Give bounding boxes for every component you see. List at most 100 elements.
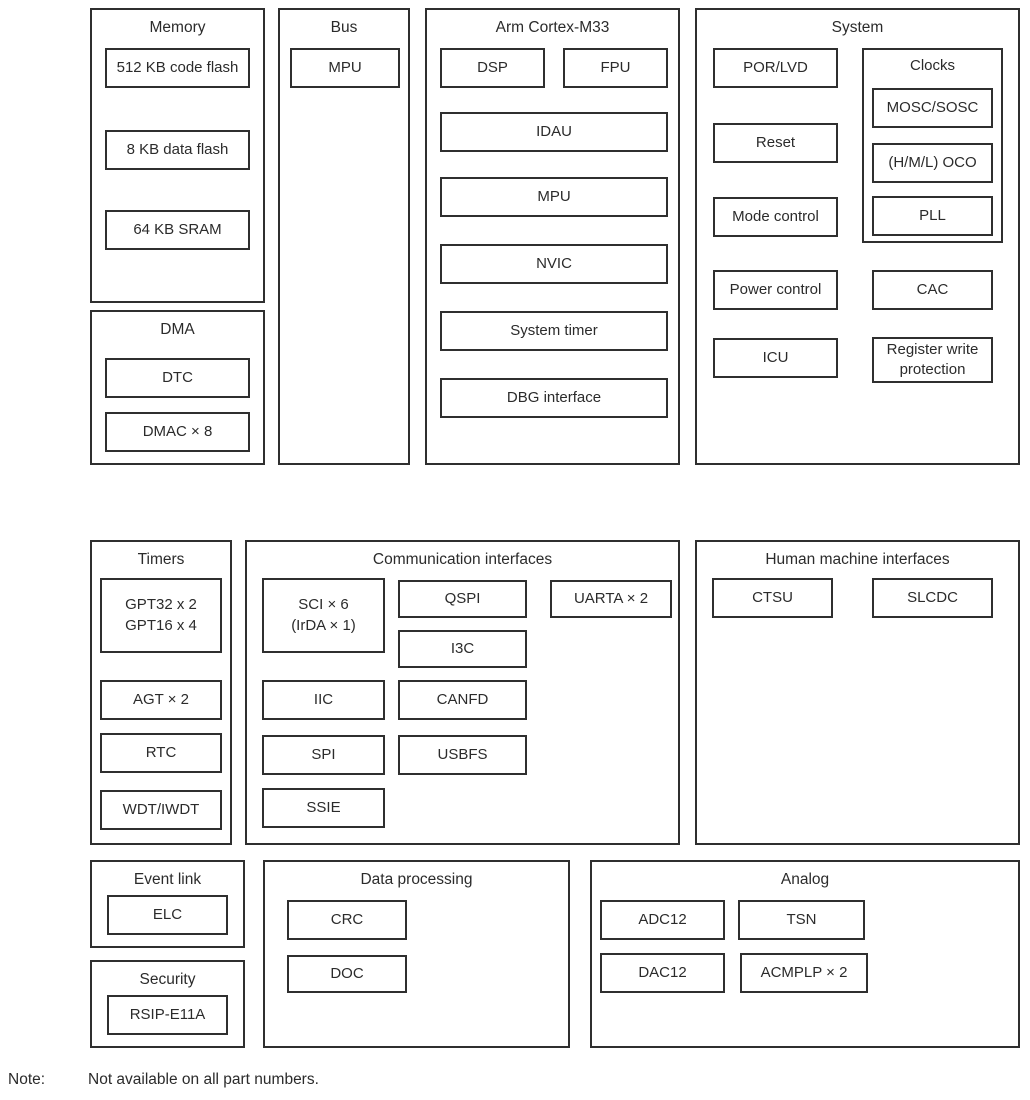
block-i3c: I3C [398,630,527,668]
block-dmac: DMAC × 8 [105,412,250,452]
block-sci-line2: (IrDA × 1) [291,616,356,634]
block-data-flash-label: 8 KB data flash [126,140,229,158]
block-mode-control: Mode control [713,197,838,237]
block-i3c-label: I3C [450,639,475,657]
block-dbg-interface: DBG interface [440,378,668,418]
block-sci: SCI × 6 (IrDA × 1) [262,578,385,653]
block-rsip: RSIP-E11A [107,995,228,1035]
block-por-lvd: POR/LVD [713,48,838,88]
group-data-processing-title: Data processing [360,871,473,888]
block-slcdc-label: SLCDC [907,588,958,606]
block-sram: 64 KB SRAM [105,210,250,250]
group-timers: Timers GPT32 x 2 GPT16 x 4 AGT × 2 RTC W… [90,540,232,845]
block-gpt-line2: GPT16 x 4 [125,616,197,634]
block-crc-label: CRC [330,910,364,928]
block-slcdc: SLCDC [872,578,993,618]
block-wdt-iwdt-label: WDT/IWDT [122,800,200,818]
group-analog: Analog ADC12 TSN DAC12 ACMPLP × 2 [590,860,1020,1048]
block-adc12-label: ADC12 [638,910,687,928]
block-elc-label: ELC [152,905,183,923]
group-security: Security RSIP-E11A [90,960,245,1048]
block-icu: ICU [713,338,838,378]
group-timers-title: Timers [137,551,185,568]
group-system: System POR/LVD Reset Mode control Power … [695,8,1020,465]
block-rtc: RTC [100,733,222,773]
block-mosc-sosc-label: MOSC/SOSC [886,98,979,116]
group-bus: Bus MPU [278,8,410,465]
block-acmplp: ACMPLP × 2 [740,953,868,993]
block-canfd-label: CANFD [436,690,489,708]
footnote-label: Note: [8,1071,46,1088]
block-cac-label: CAC [916,280,949,298]
block-ctsu-label: CTSU [752,588,793,606]
block-code-flash-label: 512 KB code flash [116,58,239,76]
block-idau: IDAU [440,112,668,152]
group-system-title: System [831,19,884,36]
block-dtc: DTC [105,358,250,398]
block-usbfs-label: USBFS [437,745,488,763]
block-data-flash: 8 KB data flash [105,130,250,170]
block-reset: Reset [713,123,838,163]
block-power-control-label: Power control [729,280,822,298]
block-power-control: Power control [713,270,838,310]
group-bus-title: Bus [330,19,358,36]
block-rtc-label: RTC [145,743,177,761]
block-register-write-protection-line2: protection [899,361,966,378]
group-analog-title: Analog [780,871,830,888]
block-uarta-label: UARTA × 2 [573,589,649,607]
block-mode-control-label: Mode control [732,207,819,225]
group-communication-interfaces-title: Communication interfaces [372,551,553,568]
block-mosc-sosc: MOSC/SOSC [872,88,993,128]
group-cortex-title: Arm Cortex-M33 [495,19,610,36]
subgroup-clocks-title: Clocks [909,57,955,74]
block-cortex-mpu: MPU [440,177,668,217]
block-code-flash: 512 KB code flash [105,48,250,88]
block-hml-oco: (H/M/L) OCO [872,143,993,183]
group-human-machine-interfaces-title: Human machine interfaces [765,551,950,568]
block-ctsu: CTSU [712,578,833,618]
group-security-title: Security [139,971,196,988]
block-system-timer-label: System timer [510,321,598,339]
group-human-machine-interfaces: Human machine interfaces CTSU SLCDC [695,540,1020,845]
block-dsp: DSP [440,48,545,88]
block-adc12: ADC12 [600,900,725,940]
block-agt: AGT × 2 [100,680,222,720]
block-reset-label: Reset [755,133,796,151]
block-doc-label: DOC [330,964,364,982]
block-dsp-label: DSP [477,58,508,76]
block-acmplp-label: ACMPLP × 2 [760,963,848,981]
block-qspi: QSPI [398,580,527,618]
block-ssie: SSIE [262,788,385,828]
block-bus-mpu-label: MPU [328,58,362,76]
block-ssie-label: SSIE [306,798,341,816]
block-por-lvd-label: POR/LVD [743,58,808,76]
block-sram-label: 64 KB SRAM [133,220,222,238]
block-system-timer: System timer [440,311,668,351]
block-elc: ELC [107,895,228,935]
block-cac: CAC [872,270,993,310]
block-nvic: NVIC [440,244,668,284]
block-gpt-line1: GPT32 x 2 [125,596,197,614]
block-crc: CRC [287,900,407,940]
block-fpu: FPU [563,48,668,88]
block-uarta: UARTA × 2 [550,580,672,618]
block-register-write-protection-line1: Register write [886,340,979,358]
block-tsn: TSN [738,900,865,940]
block-usbfs: USBFS [398,735,527,775]
block-tsn-label: TSN [786,910,817,928]
block-dtc-label: DTC [162,368,193,386]
block-icu-label: ICU [762,348,789,366]
block-cortex-mpu-label: MPU [537,187,571,205]
block-qspi-label: QSPI [444,589,481,607]
block-fpu-label: FPU [600,58,631,76]
block-bus-mpu: MPU [290,48,400,88]
block-pll-label: PLL [919,206,946,224]
group-data-processing: Data processing CRC DOC [263,860,570,1048]
group-dma-title: DMA [160,321,195,338]
block-register-write-protection: Register write protection [872,337,993,383]
group-memory-title: Memory [149,19,206,36]
block-spi: SPI [262,735,385,775]
block-sci-line1: SCI × 6 [298,596,349,614]
footnote-text: Not available on all part numbers. [88,1071,319,1088]
